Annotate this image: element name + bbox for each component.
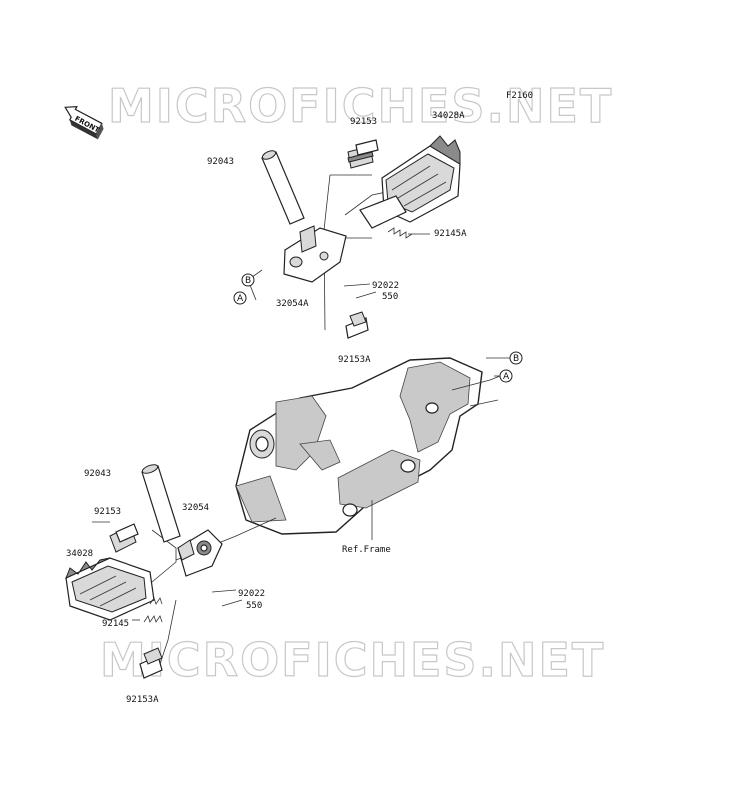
lower-assembly: 92043 92153 32054 34028 92145 92022 550 … <box>65 464 277 705</box>
svg-text:B: B <box>513 354 519 364</box>
lower-label-bolt: 92153 <box>94 507 121 517</box>
callout-a-upper: A <box>233 291 247 305</box>
lower-spring <box>143 597 163 623</box>
upper-bracket <box>283 225 347 283</box>
lower-bolt <box>109 523 139 553</box>
lower-label-bolt-a: 92153A <box>126 695 159 705</box>
lower-bracket <box>177 529 223 577</box>
svg-text:B: B <box>245 276 251 286</box>
upper-label-pin: 92043 <box>207 157 234 167</box>
ref-frame-label: Ref.Frame <box>342 545 391 555</box>
svg-text:A: A <box>503 372 510 382</box>
upper-label-cotter: 92022 <box>372 281 399 291</box>
lower-washer <box>221 599 243 607</box>
svg-text:A: A <box>237 294 244 304</box>
lower-bolt-a <box>139 647 163 679</box>
upper-assembly: B A 92043 92153 34028A 92145A 32054A 920… <box>207 111 467 365</box>
callout-b-frame: B <box>509 351 523 365</box>
watermark-bottom: MICROFICHES.NET <box>100 633 605 687</box>
lower-label-washer: 550 <box>246 601 262 611</box>
callout-b-upper: B <box>241 273 255 287</box>
callout-a-frame: A <box>499 369 513 383</box>
lower-pin <box>141 464 181 543</box>
lower-footpeg <box>65 557 155 621</box>
upper-bolt <box>347 139 379 169</box>
front-arrow-icon: FRONT <box>64 106 104 140</box>
upper-label-spring: 92145A <box>434 229 467 239</box>
upper-bolt-a <box>345 311 369 339</box>
upper-label-footpeg: 34028A <box>432 111 465 121</box>
upper-cotter <box>343 283 371 287</box>
watermark-top: MICROFICHES.NET <box>108 79 613 133</box>
frame-assembly <box>235 357 506 540</box>
lower-cotter <box>211 589 237 593</box>
upper-footpeg <box>359 135 461 229</box>
lower-label-cotter: 92022 <box>238 589 265 599</box>
upper-washer <box>355 291 377 299</box>
upper-label-bracket: 32054A <box>276 299 309 309</box>
upper-label-bolt-a: 92153A <box>338 355 371 365</box>
upper-spring <box>387 227 413 239</box>
diagram-code: F2160 <box>506 91 533 101</box>
lower-label-bracket: 32054 <box>182 503 209 513</box>
lower-label-spring: 92145 <box>102 619 129 629</box>
lower-label-footpeg: 34028 <box>66 549 93 559</box>
upper-label-bolt: 92153 <box>350 117 377 127</box>
lower-label-pin: 92043 <box>84 469 111 479</box>
upper-pin <box>261 150 305 225</box>
upper-label-washer: 550 <box>382 292 398 302</box>
